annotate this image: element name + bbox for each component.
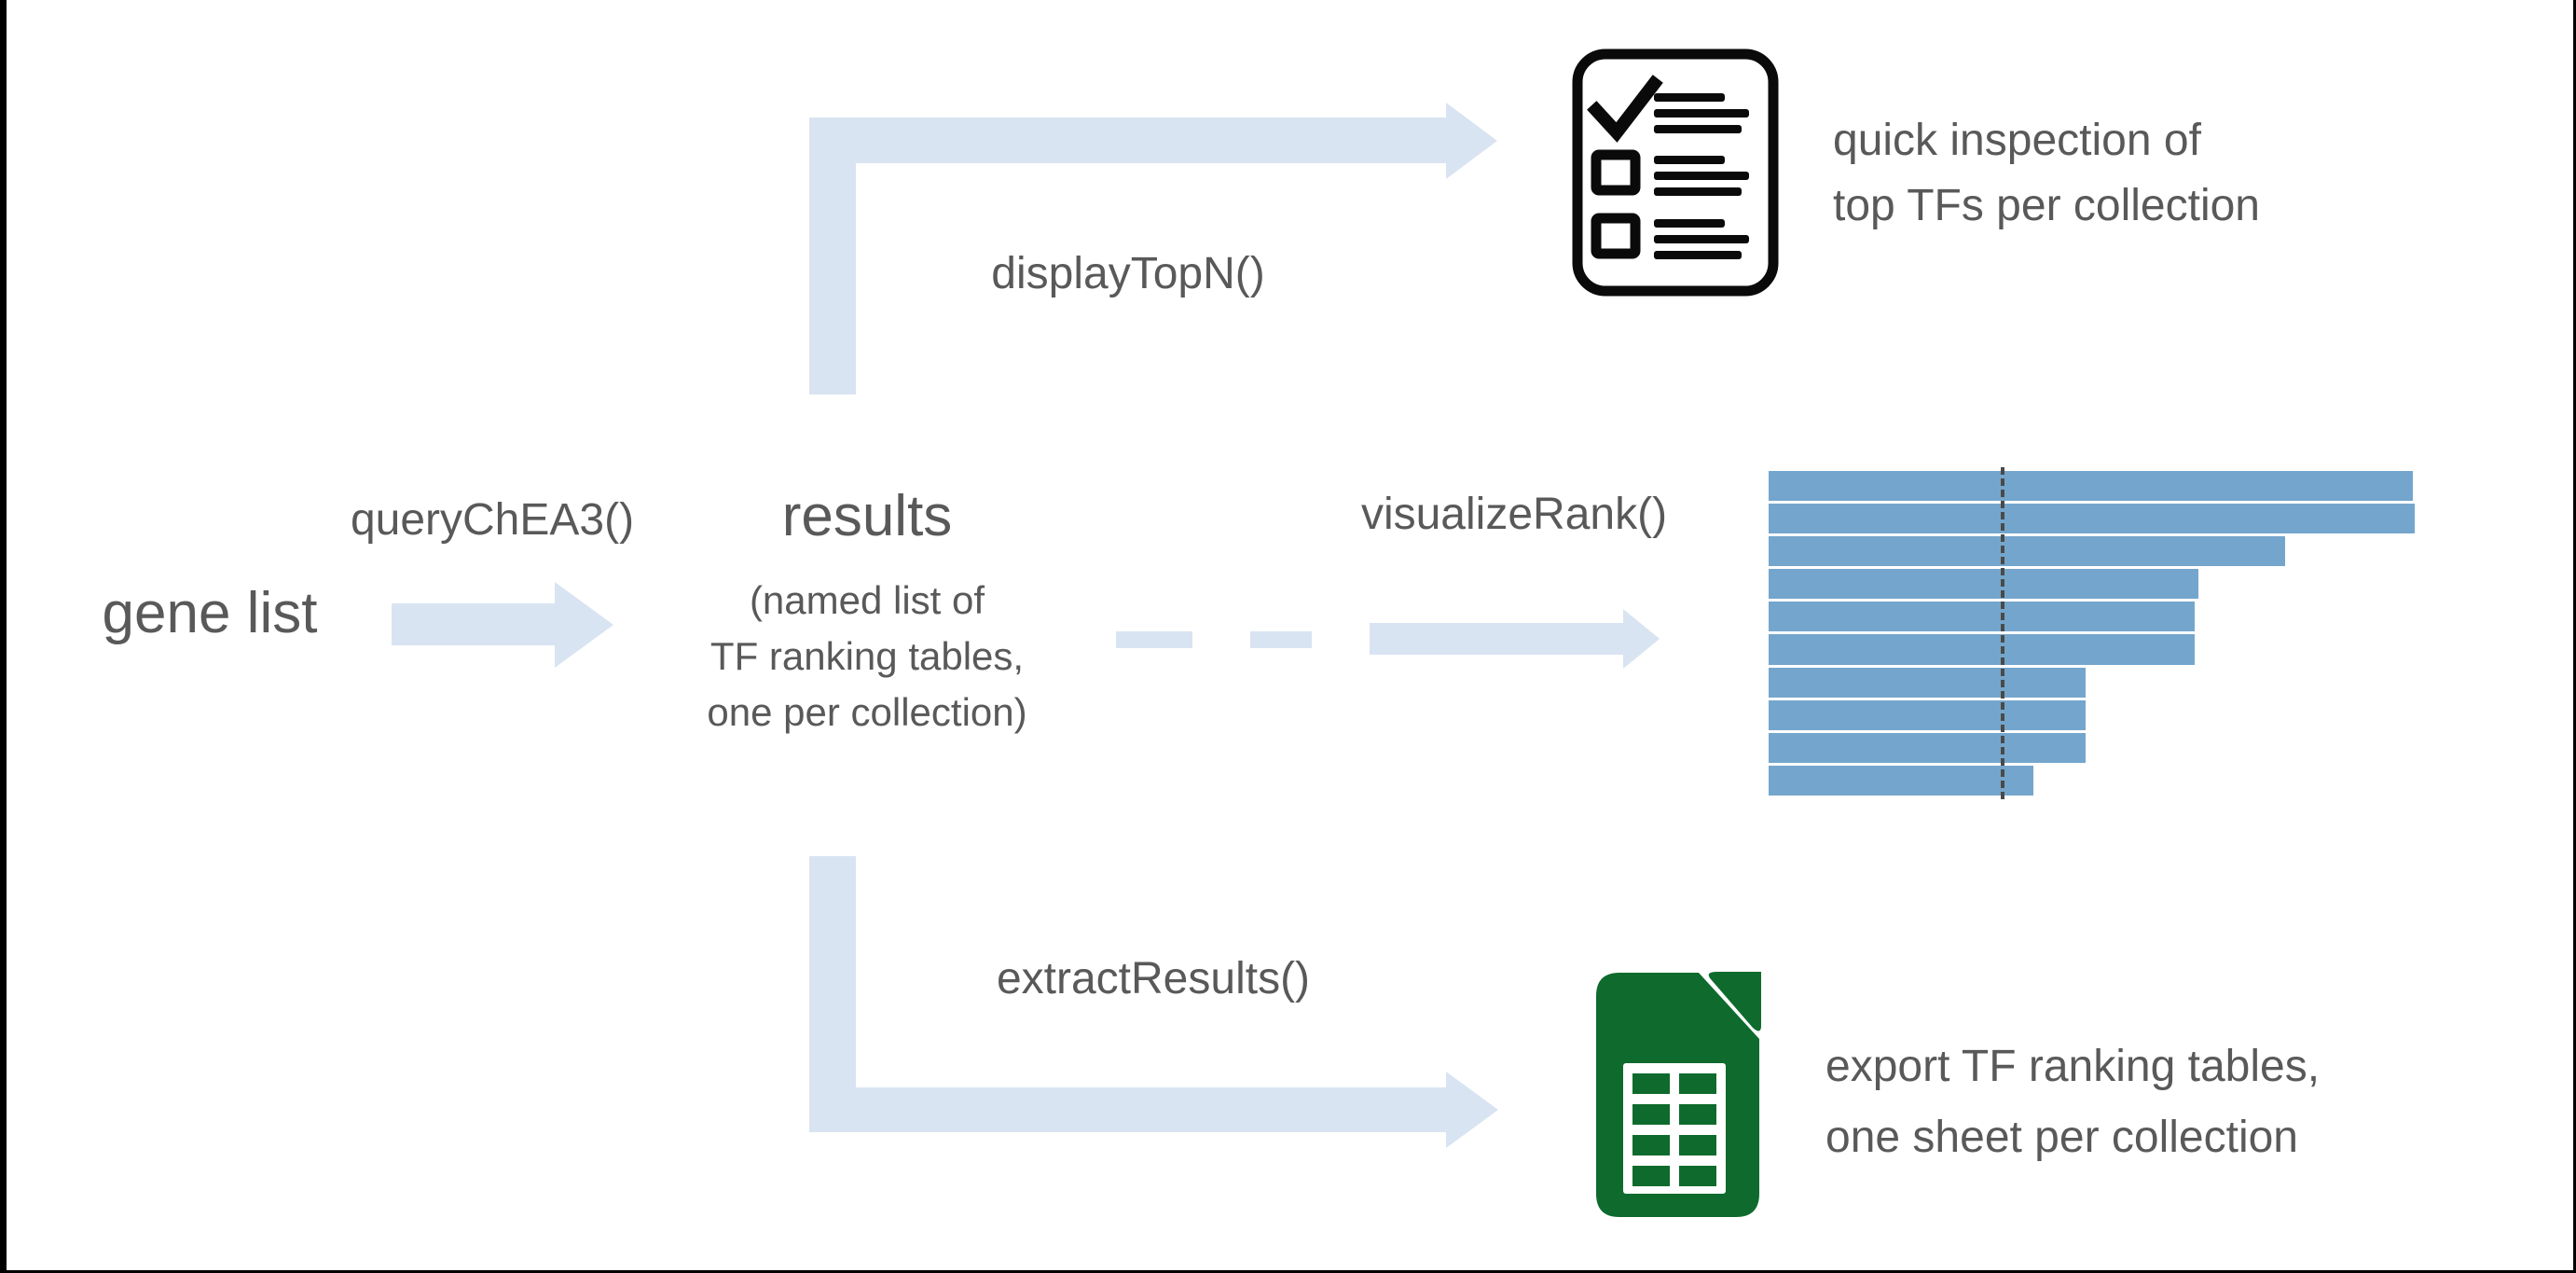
empty-checkbox <box>1591 149 1641 196</box>
inspection-caption: quick inspection of top TFs per collecti… <box>1833 108 2260 239</box>
dash-segment <box>1116 631 1192 648</box>
dashed-arrow-head-segment <box>1370 609 1660 669</box>
rank-bar <box>1769 732 2086 763</box>
results-subtitle-line: one per collection) <box>707 690 1027 734</box>
checklist-icon <box>1572 48 1779 297</box>
spreadsheet-icon <box>1596 972 1761 1217</box>
inspection-caption-line: top TFs per collection <box>1833 181 2260 230</box>
query-chea3-function-label: queryChEA3() <box>350 495 635 545</box>
results-node-subtitle: (named list of TF ranking tables, one pe… <box>707 573 1026 740</box>
query-arrow <box>392 582 613 668</box>
rank-bar <box>1769 536 2286 567</box>
rank-bar <box>1769 634 2196 665</box>
inspection-caption-line: quick inspection of <box>1833 116 2201 165</box>
rank-bar <box>1769 471 2413 502</box>
export-caption-line: one sheet per collection <box>1825 1113 2298 1162</box>
visualize-rank-dashed-arrow <box>1116 609 1660 669</box>
visualize-rank-function-label: visualizeRank() <box>1360 490 1668 539</box>
rank-bar <box>1769 602 2196 632</box>
screen-edge-bottom <box>0 1270 2576 1273</box>
gene-list-node: gene list <box>102 581 318 645</box>
export-caption: export TF ranking tables, one sheet per … <box>1825 1031 2320 1173</box>
dash-segment <box>1250 631 1312 648</box>
results-subtitle-line: (named list of <box>749 578 985 622</box>
rank-bar-chart <box>1769 467 2415 799</box>
rank-bar <box>1769 667 2086 698</box>
check-mark <box>1587 75 1663 143</box>
results-subtitle-line: TF ranking tables, <box>709 634 1025 678</box>
extract-results-function-label: extractResults() <box>996 954 1311 1003</box>
empty-checkbox <box>1591 213 1641 259</box>
screen-edge-right <box>2573 0 2576 1273</box>
rank-bar <box>1769 765 2034 796</box>
rank-bar <box>1769 504 2415 534</box>
sheet-grid <box>1623 1063 1726 1194</box>
rank-chart-reference-line <box>2001 467 2005 799</box>
sheet-fold-corner <box>1708 972 1761 1031</box>
rank-bar <box>1769 569 2198 600</box>
sheet-grid-cells <box>1632 1073 1716 1186</box>
results-node-title: results <box>781 484 953 548</box>
display-topn-function-label: displayTopN() <box>991 249 1265 298</box>
export-caption-line: export TF ranking tables, <box>1825 1042 2321 1091</box>
screen-edge-left <box>0 0 7 1273</box>
rank-bar <box>1769 699 2086 730</box>
checklist-row-lines <box>1654 93 1749 259</box>
